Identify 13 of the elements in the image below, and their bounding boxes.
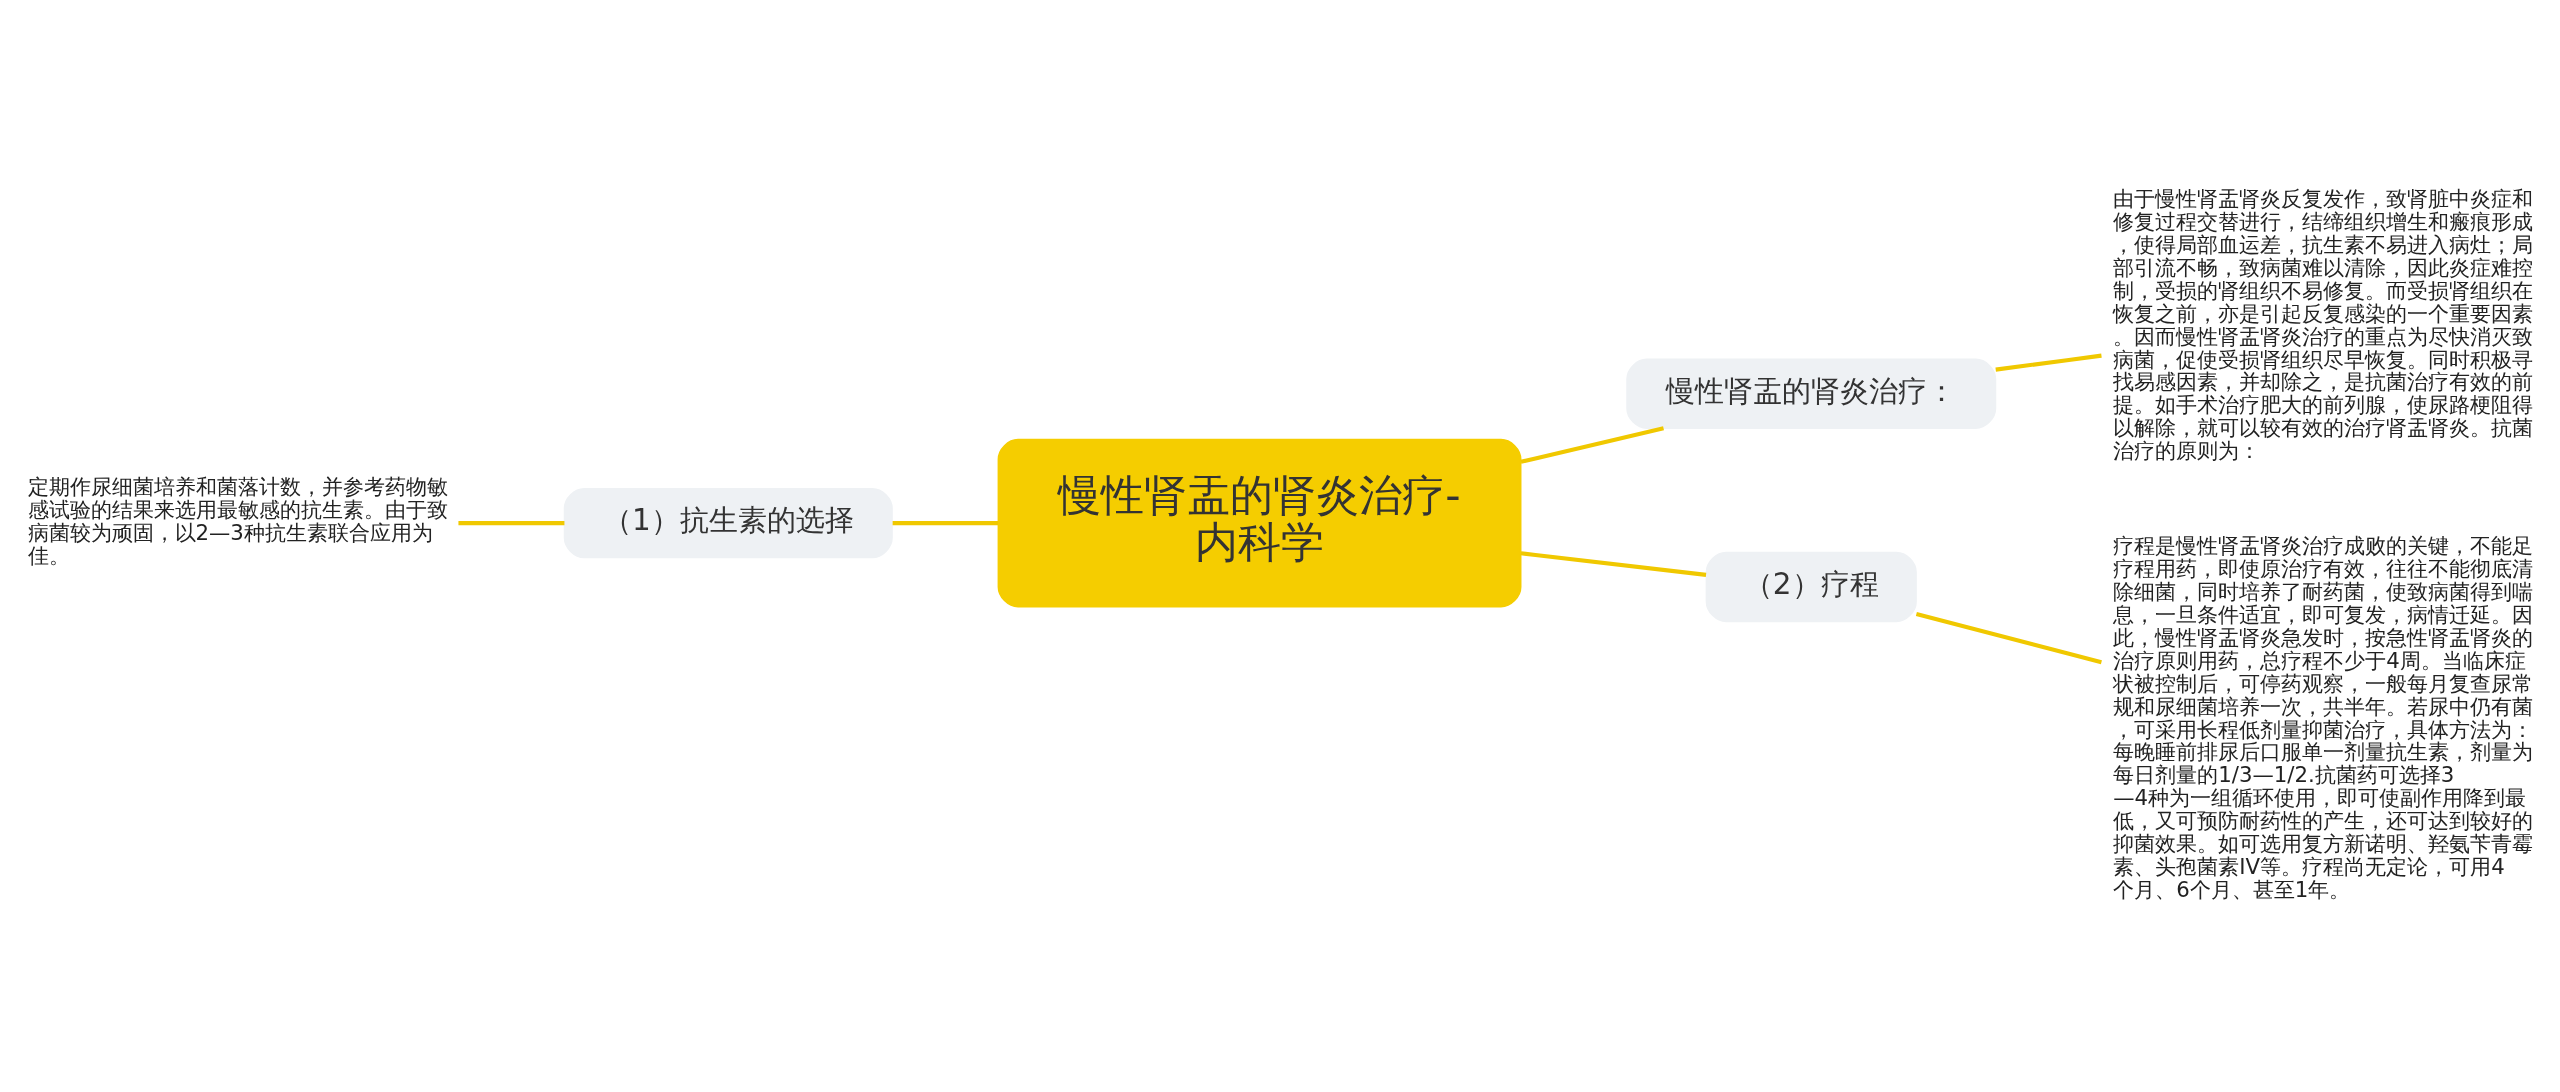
connector	[1995, 353, 2102, 372]
connector	[892, 521, 999, 526]
connector	[1520, 426, 1664, 464]
node-text: 由于慢性肾盂肾炎反复发作，致肾脏中炎症和修复过程交替进行，结缔组织增生和瘢痕形成，使得局部血运差，抗生素不易进入病灶；局部引流不畅，致病菌难以清除，因此炎症难控制，受损的肾组织不易修复。而受损肾组织在恢复之前，亦是引起反复感染的一个重要因素。因而慢性肾盂肾炎治疗的重点为尽快消灭致病菌，促使受损肾组织尽早恢复。同时积极寻找易感因素，并却除之，是抗菌治疗有效的前提。如手术治疗肥大的前列腺，使尿路梗阻得以解除，就可以较有效的治疗肾盂肾炎。抗菌治疗的原则为：	[2113, 186, 2534, 464]
connector	[1915, 611, 2102, 665]
node-text: 定期作尿细菌培养和菌落计数，并参考药物敏感试验的结果来选用最敏感的抗生素。由于致病菌较为顽固，以2—3种抗生素联合应用为佳。	[27, 474, 448, 569]
node-box: 慢性肾盂的肾炎治疗-内科学	[997, 438, 1522, 608]
connector	[1520, 551, 1707, 577]
node-box: 慢性肾盂的肾炎治疗：	[1626, 358, 1997, 429]
node-text: 疗程是慢性肾盂肾炎治疗成败的关键，不能足疗程用药，即使原治疗有效，往往不能彻底清除细菌，同时培养了耐药菌，使致病菌得到喘息，一旦条件适宜，即可复发，病情迁延。因此，慢性肾盂肾炎急发时，按急性肾盂肾炎的治疗原则用药，总疗程不少于4周。当临床症状被控制后，可停药观察，一般每月复查尿常规和尿细菌培养一次，共半年。若尿中仍有菌，可采用长程低剂量抑菌治疗，具体方法为：每晚睡前排尿后口服单一剂量抗生素，剂量为每日剂量的1/3—1/2.抗菌药可选择3—4种为一组循环使用，即可使副作用降到最低，又可预防耐药性的产生，还可达到较好的抑菌效果。如可选用复方新诺明、羟氨苄青霉素、头孢菌素IV等。疗程尚无定论，可用4个月、6个月、甚至1年。	[2113, 533, 2534, 903]
connector	[458, 521, 565, 526]
node-box: （1）抗生素的选择	[563, 487, 893, 559]
node-box: （2）疗程	[1705, 551, 1917, 623]
